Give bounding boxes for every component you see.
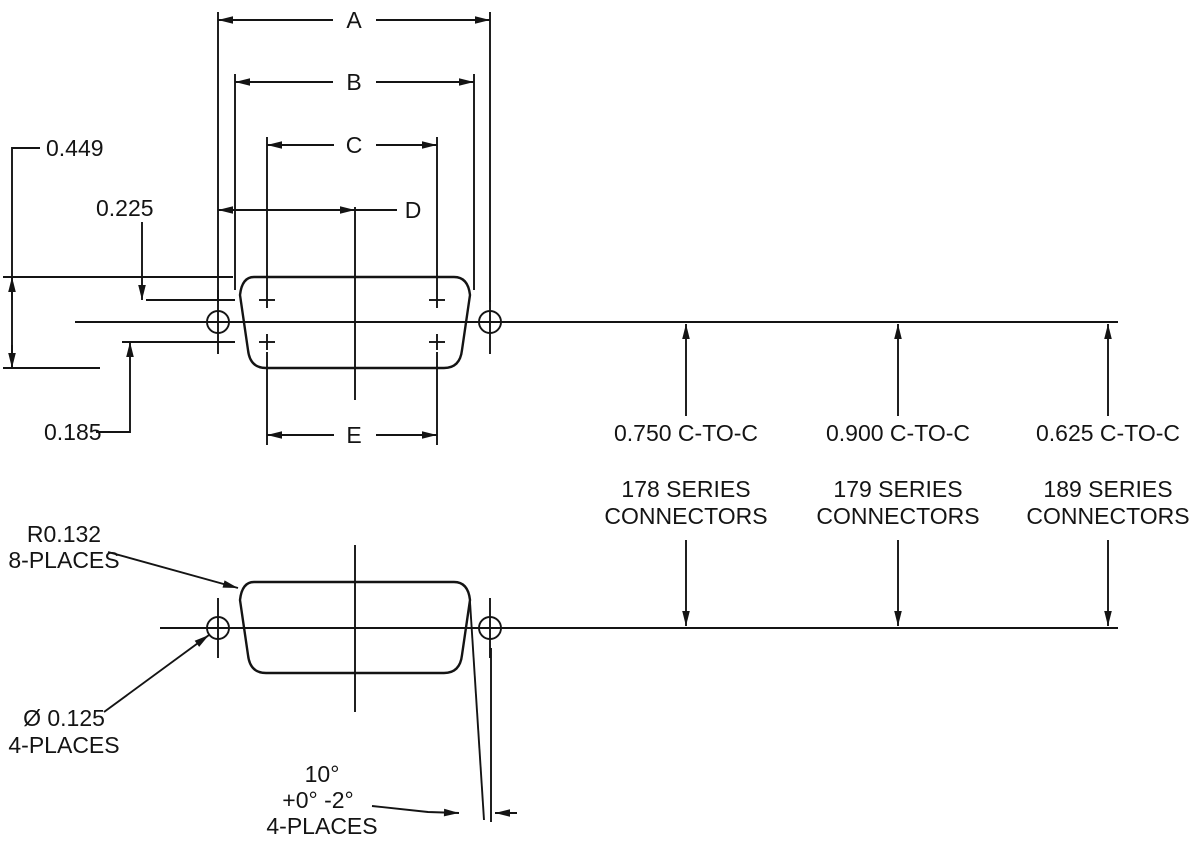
dim-d-label: D [405,197,422,223]
series-179-spacing: 0.900 C-TO-C [826,420,970,446]
series-178-spacing: 0.750 C-TO-C [614,420,758,446]
series-189-kind: CONNECTORS [1026,503,1189,529]
hole-diameter-places: 4-PLACES [8,732,119,758]
series-189-name: 189 SERIES [1043,476,1172,502]
corner-radius-value: R0.132 [27,521,101,547]
connector-rear-outline [238,580,472,675]
connector-rear-view [206,580,502,675]
dim-a: A [217,7,491,302]
draft-angle-places: 4-PLACES [266,813,377,839]
dim-height-value: 0.449 [46,135,104,161]
series-178-dimension: 0.750 C-TO-C 178 SERIES CONNECTORS [604,324,768,626]
series-189-spacing: 0.625 C-TO-C [1036,420,1180,446]
pin-marks [259,292,445,350]
mounting-hole-left-rear [206,598,230,658]
draft-angle-tolerance: +0° -2° [282,787,353,813]
dim-height: 0.449 [3,135,233,369]
dim-e: E [266,352,438,448]
dim-a-label: A [346,7,362,33]
note-corner-radius: R0.132 8-PLACES [8,521,239,589]
dim-b-label: B [346,69,361,95]
dim-c-label: C [346,132,363,158]
dim-b: B [234,69,475,290]
draft-angle-value: 10° [305,761,340,787]
series-179-dimension: 0.900 C-TO-C 179 SERIES CONNECTORS [816,324,980,626]
dim-row-bottom: 0.185 [44,341,235,445]
centerlines [75,207,1118,712]
series-178-kind: CONNECTORS [604,503,767,529]
series-178-name: 178 SERIES [621,476,750,502]
dim-row-top: 0.225 [96,195,235,301]
connector-front-outline [238,275,472,370]
note-draft-angle: 10° +0° -2° 4-PLACES [266,601,517,839]
corner-radius-places: 8-PLACES [8,547,119,573]
hole-diameter-value: Ø 0.125 [23,705,105,731]
dim-row-bottom-value: 0.185 [44,419,102,445]
dim-e-label: E [346,422,361,448]
series-189-dimension: 0.625 C-TO-C 189 SERIES CONNECTORS [1026,324,1190,626]
dim-row-top-value: 0.225 [96,195,154,221]
dim-d: D [218,197,421,223]
dim-c: C [266,132,438,292]
connector-front-view [206,275,502,370]
series-179-kind: CONNECTORS [816,503,979,529]
mounting-hole-right-rear [478,598,502,658]
note-hole-diameter: Ø 0.125 4-PLACES [8,634,210,758]
series-179-name: 179 SERIES [833,476,962,502]
